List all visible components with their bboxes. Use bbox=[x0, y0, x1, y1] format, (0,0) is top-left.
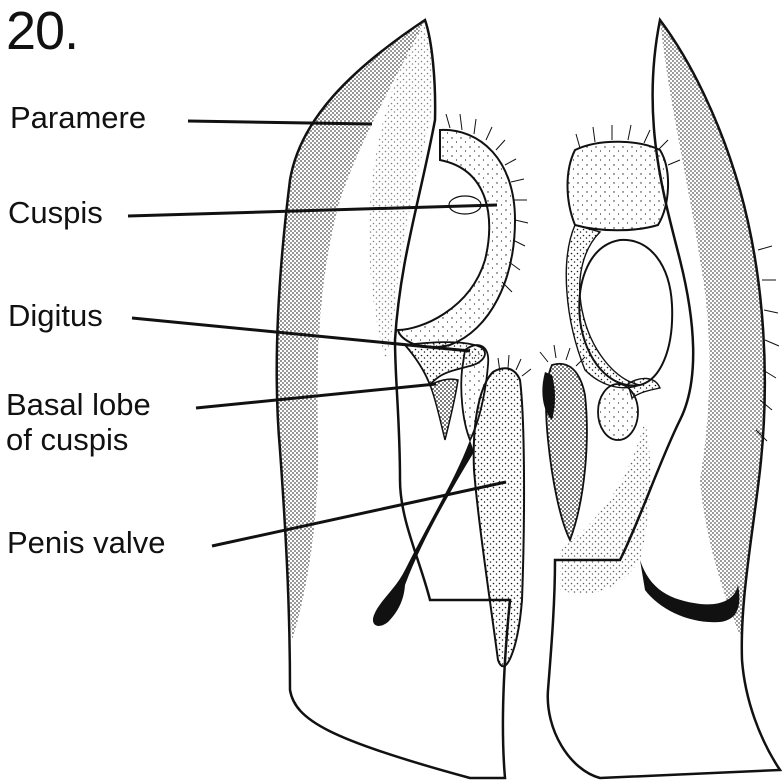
label-penis-valve: Penis valve bbox=[7, 526, 166, 561]
label-basal-lobe-line1: Basal lobe bbox=[6, 388, 151, 423]
label-basal-lobe: Basal lobe of cuspis bbox=[6, 388, 151, 457]
figure-number: 20. bbox=[6, 4, 78, 58]
label-cuspis: Cuspis bbox=[8, 196, 103, 231]
label-paramere: Paramere bbox=[10, 101, 146, 136]
label-basal-lobe-line2: of cuspis bbox=[6, 423, 151, 458]
label-digitus: Digitus bbox=[8, 299, 103, 334]
right-penis-valve bbox=[540, 345, 587, 540]
